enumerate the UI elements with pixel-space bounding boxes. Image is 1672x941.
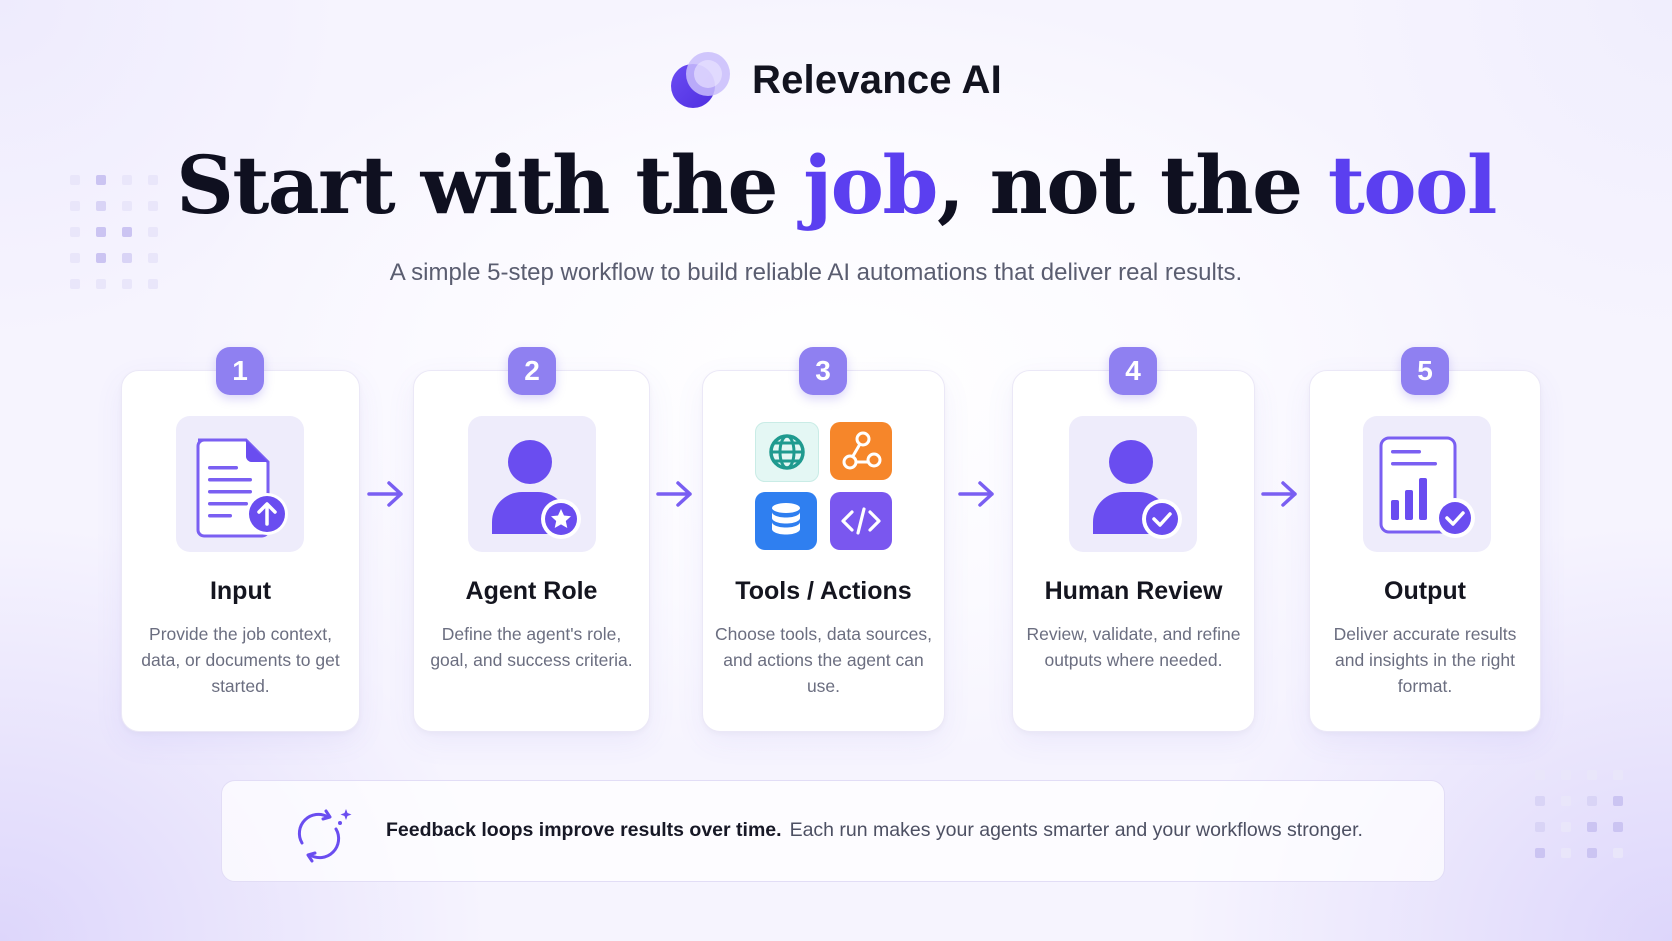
arrow-right-icon — [1261, 481, 1297, 507]
feedback-strong: Feedback loops improve results over time… — [386, 819, 782, 841]
step-card-human-review: 4 Human Review Review, validate, and ref… — [1012, 347, 1255, 732]
decorative-dots-left — [70, 175, 158, 289]
step-number-badge: 3 — [799, 347, 847, 395]
step-title: Human Review — [1044, 577, 1223, 605]
feedback-text: Feedback loops improve results over time… — [386, 819, 1363, 842]
step-number-badge: 5 — [1401, 347, 1449, 395]
database-icon — [755, 492, 817, 550]
step-card-output: 5 Output Deliver accurate results and in… — [1309, 347, 1541, 732]
code-icon — [830, 492, 892, 550]
brand-header: Relevance AI — [0, 50, 1672, 110]
headline-accent-tool: tool — [1327, 138, 1498, 232]
step-description: Define the agent's role, goal, and succe… — [430, 624, 633, 670]
step-card-agent-role: 2 Agent Role Define the agent's role, go… — [413, 347, 650, 732]
page-title: Start with the job, not the tool — [0, 138, 1672, 232]
step-title: Tools / Actions — [735, 577, 912, 605]
refresh-loop-icon — [297, 809, 352, 863]
globe-icon — [755, 422, 819, 482]
decorative-dots-right — [1535, 770, 1623, 858]
relevance-logo-icon — [671, 52, 731, 108]
headline-accent-job: job — [803, 138, 938, 232]
headline-part2: , not the — [936, 138, 1328, 232]
step-title: Output — [1384, 577, 1466, 605]
user-check-icon — [1069, 416, 1197, 552]
step-card-tools-actions: 3 — [702, 347, 945, 732]
step-number-badge: 4 — [1109, 347, 1157, 395]
document-upload-icon — [176, 416, 304, 552]
step-number-badge: 2 — [508, 347, 556, 395]
step-card-input: 1 Input Provide the job context, data, o… — [121, 347, 360, 732]
headline-part1: Start with the — [176, 138, 804, 232]
step-description: Choose tools, data sources, and actions … — [715, 624, 932, 696]
arrow-right-icon — [958, 481, 994, 507]
step-number-badge: 1 — [216, 347, 264, 395]
step-title: Agent Role — [465, 577, 598, 605]
user-star-icon — [468, 416, 596, 552]
step-description: Provide the job context, data, or docume… — [141, 624, 340, 696]
report-check-icon — [1363, 416, 1491, 552]
feedback-detail: Each run makes your agents smarter and y… — [789, 819, 1363, 841]
page-subtitle: A simple 5-step workflow to build reliab… — [389, 259, 1243, 286]
brand-name: Relevance AI — [752, 57, 1002, 102]
step-title: Input — [209, 577, 272, 605]
feedback-banner: Feedback loops improve results over time… — [221, 780, 1445, 882]
step-description: Deliver accurate results and insights in… — [1333, 624, 1517, 696]
workflow-nodes-icon — [830, 422, 892, 480]
arrow-right-icon — [367, 481, 403, 507]
arrow-right-icon — [656, 481, 692, 507]
step-description: Review, validate, and refine outputs whe… — [1026, 624, 1241, 670]
